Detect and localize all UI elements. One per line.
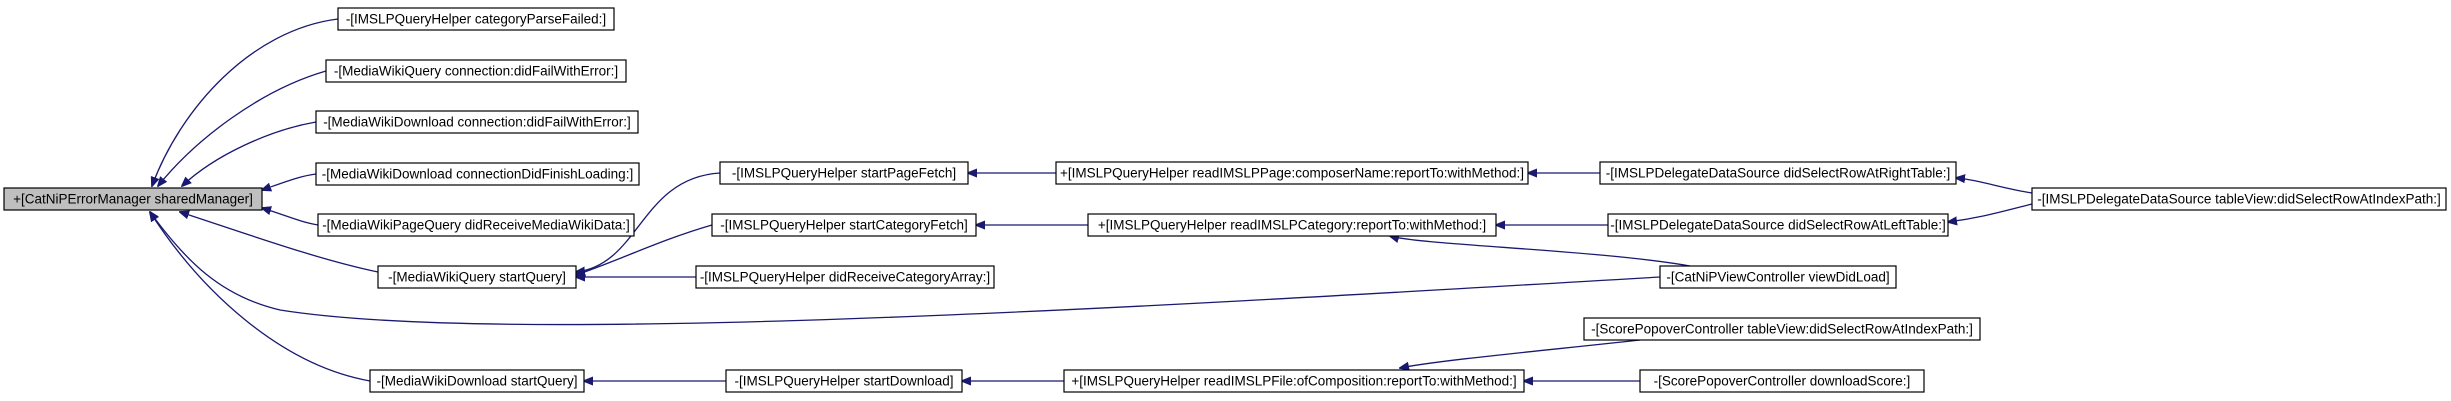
edge-n4-n0 bbox=[262, 173, 317, 190]
caller-node[interactable]: -[IMSLPQueryHelper didReceiveCategoryArr… bbox=[695, 265, 995, 289]
edge-n20-n15 bbox=[1956, 178, 2033, 194]
caller-node[interactable]: -[ScorePopoverController downloadScore:] bbox=[1639, 369, 1925, 393]
node-box bbox=[1639, 369, 1925, 393]
node-label: -[IMSLPDelegateDataSource didSelectRowAt… bbox=[1606, 166, 1950, 181]
nodes: +[CatNiPErrorManager sharedManager] -[IMS… bbox=[3, 7, 2447, 393]
edge-n8-n6 bbox=[576, 172, 721, 272]
caller-node[interactable]: +[IMSLPQueryHelper readIMSLPCategory:rep… bbox=[1087, 213, 1497, 237]
edge-n2-n0 bbox=[158, 70, 327, 186]
caller-node[interactable]: -[IMSLPQueryHelper startPageFetch] bbox=[719, 161, 969, 185]
caller-node[interactable]: -[MediaWikiPageQuery didReceiveMediaWiki… bbox=[317, 213, 635, 237]
root-node[interactable]: +[CatNiPErrorManager sharedManager] bbox=[3, 187, 263, 211]
node-box bbox=[711, 213, 977, 237]
node-label: +[IMSLPQueryHelper readIMSLPCategory:rep… bbox=[1098, 218, 1486, 233]
node-label: -[IMSLPDelegateDataSource tableView:didS… bbox=[2037, 192, 2440, 207]
caller-node[interactable]: +[IMSLPQueryHelper readIMSLPFile:ofCompo… bbox=[1063, 369, 1525, 393]
node-label: +[IMSLPQueryHelper readIMSLPPage:compose… bbox=[1060, 166, 1524, 181]
caller-node[interactable]: -[MediaWikiDownload connection:didFailWi… bbox=[315, 110, 639, 134]
edges bbox=[150, 18, 2033, 382]
node-box bbox=[369, 369, 585, 393]
caller-node[interactable]: -[MediaWikiQuery connection:didFailWithE… bbox=[325, 59, 627, 83]
node-label: -[MediaWikiQuery startQuery] bbox=[388, 270, 566, 285]
node-label: -[ScorePopoverController tableView:didSe… bbox=[1591, 322, 1973, 337]
node-box bbox=[1607, 213, 1949, 237]
node-box bbox=[325, 59, 627, 83]
node-box bbox=[1659, 265, 1897, 289]
caller-node[interactable]: +[IMSLPQueryHelper readIMSLPPage:compose… bbox=[1055, 161, 1529, 185]
node-label: +[CatNiPErrorManager sharedManager] bbox=[13, 192, 253, 207]
caller-node[interactable]: -[ScorePopoverController tableView:didSe… bbox=[1583, 317, 1981, 341]
node-label: -[MediaWikiQuery connection:didFailWithE… bbox=[334, 64, 618, 79]
node-box bbox=[315, 110, 639, 134]
node-box bbox=[317, 213, 635, 237]
node-box bbox=[1583, 317, 1981, 341]
node-box bbox=[337, 7, 615, 31]
edge-n7-n0 bbox=[150, 212, 371, 382]
node-label: -[IMSLPQueryHelper categoryParseFailed:] bbox=[346, 12, 606, 27]
node-box bbox=[1055, 161, 1529, 185]
node-label: -[IMSLPQueryHelper startDownload] bbox=[734, 374, 953, 389]
node-label: +[IMSLPQueryHelper readIMSLPFile:ofCompo… bbox=[1071, 374, 1516, 389]
node-box bbox=[725, 369, 963, 393]
node-box bbox=[3, 187, 263, 211]
node-box bbox=[1599, 161, 1957, 185]
edge-n18-n14 bbox=[1400, 339, 1641, 368]
node-label: -[MediaWikiDownload startQuery] bbox=[376, 374, 577, 389]
node-box bbox=[2031, 187, 2447, 211]
node-label: -[IMSLPQueryHelper startPageFetch] bbox=[732, 166, 956, 181]
edge-n1-n0 bbox=[152, 18, 339, 186]
caller-node[interactable]: -[MediaWikiDownload connectionDidFinishL… bbox=[315, 162, 640, 186]
node-label: -[MediaWikiDownload connectionDidFinishL… bbox=[322, 167, 633, 182]
node-label: -[CatNiPViewController viewDidLoad] bbox=[1666, 270, 1889, 285]
node-box bbox=[719, 161, 969, 185]
caller-node[interactable]: -[IMSLPQueryHelper startDownload] bbox=[725, 369, 963, 393]
caller-node[interactable]: -[IMSLPQueryHelper categoryParseFailed:] bbox=[337, 7, 615, 31]
caller-node[interactable]: -[IMSLPDelegateDataSource didSelectRowAt… bbox=[1599, 161, 1957, 185]
node-label: -[MediaWikiPageQuery didReceiveMediaWiki… bbox=[322, 218, 630, 233]
caller-node[interactable]: -[IMSLPQueryHelper startCategoryFetch] bbox=[711, 213, 977, 237]
node-label: -[IMSLPDelegateDataSource didSelectRowAt… bbox=[1610, 218, 1945, 233]
node-box bbox=[1063, 369, 1525, 393]
node-label: -[IMSLPQueryHelper startCategoryFetch] bbox=[720, 218, 968, 233]
node-box bbox=[377, 265, 577, 289]
node-box bbox=[1087, 213, 1497, 237]
node-box bbox=[695, 265, 995, 289]
edge-n17-n13 bbox=[1390, 236, 1691, 267]
caller-node[interactable]: -[IMSLPDelegateDataSource tableView:didS… bbox=[2031, 187, 2447, 211]
edge-n6-n0 bbox=[180, 212, 379, 273]
node-label: -[ScorePopoverController downloadScore:] bbox=[1654, 374, 1911, 389]
caller-node[interactable]: -[MediaWikiDownload startQuery] bbox=[369, 369, 585, 393]
caller-node[interactable]: -[MediaWikiQuery startQuery] bbox=[377, 265, 577, 289]
node-label: -[IMSLPQueryHelper didReceiveCategoryArr… bbox=[700, 270, 990, 285]
node-box bbox=[315, 162, 640, 186]
edge-n20-n16 bbox=[1948, 203, 2033, 222]
node-label: -[MediaWikiDownload connection:didFailWi… bbox=[323, 115, 631, 130]
edge-n9-n6 bbox=[576, 224, 713, 275]
caller-node[interactable]: -[IMSLPDelegateDataSource didSelectRowAt… bbox=[1607, 213, 1949, 237]
edge-n3-n0 bbox=[182, 121, 317, 186]
edge-n5-n0 bbox=[262, 208, 319, 226]
edge-n17-n0 bbox=[150, 212, 1661, 326]
caller-node[interactable]: -[CatNiPViewController viewDidLoad] bbox=[1659, 265, 1897, 289]
